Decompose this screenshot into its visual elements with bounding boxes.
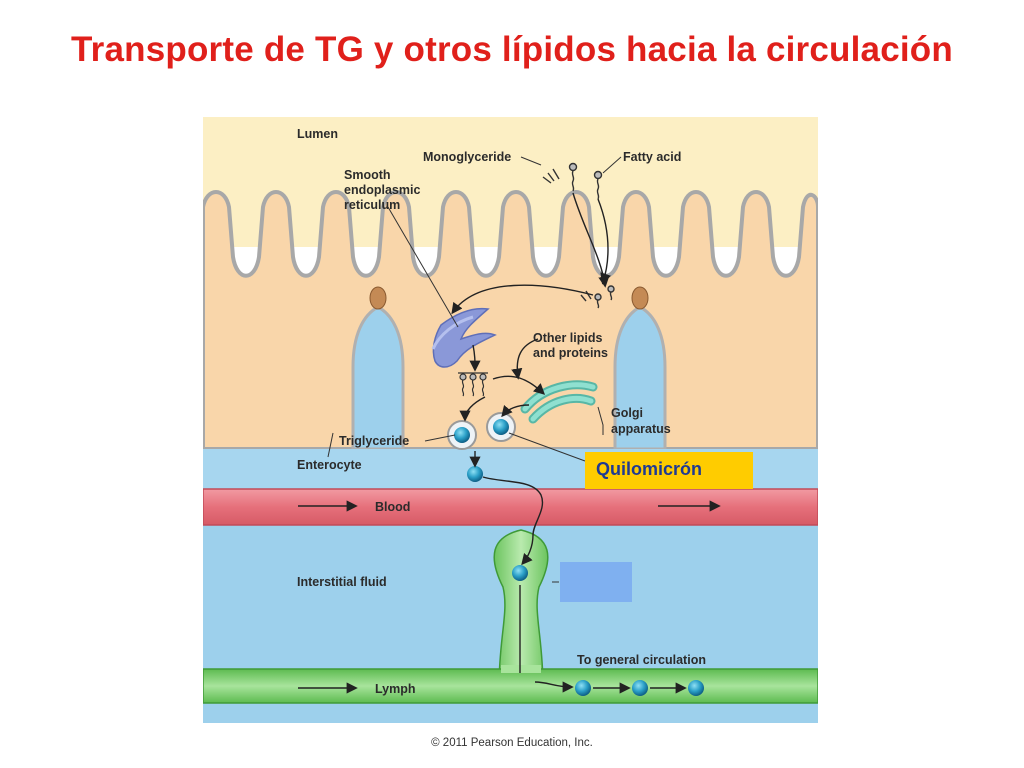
label-lymph: Lymph [375, 682, 416, 696]
label-enterocyte: Enterocyte [297, 458, 362, 472]
label-monoglyceride: Monoglyceride [423, 150, 511, 164]
label-other-2: and proteins [533, 346, 608, 360]
label-ser-1: Smooth [344, 168, 391, 182]
smooth-er-tube [431, 315, 474, 350]
leader-lines [327, 156, 622, 583]
slide-title: Transporte de TG y otros lípidos hacia l… [71, 30, 953, 69]
label-golgi-1: Golgi [611, 406, 643, 420]
label-blood: Blood [375, 500, 410, 514]
chylomicron-released [467, 466, 483, 482]
label-ser-3: reticulum [344, 198, 400, 212]
lumen-lipid-molecules [542, 162, 615, 309]
intercellular-space-left [351, 305, 405, 451]
lacteal-junction [501, 665, 541, 673]
triglyceride-assembly [458, 372, 488, 397]
label-lumen: Lumen [297, 127, 338, 141]
label-other-1: Other lipids [533, 331, 603, 345]
chylomicron-callout-box [585, 452, 753, 489]
tight-junction-right [631, 286, 649, 310]
label-ser-2: endoplasmic [344, 183, 420, 197]
lymph-vessel [203, 668, 818, 704]
blank-label-box [560, 562, 632, 602]
chylomicron-lymph-1 [575, 680, 591, 696]
chylomicron-in-lacteal [512, 565, 528, 581]
chylomicron-lymph-3 [688, 680, 704, 696]
pathway-arrows [298, 192, 721, 694]
chylomicron-lymph-2 [632, 680, 648, 696]
golgi-apparatus [520, 380, 598, 424]
label-to-general: To general circulation [577, 653, 706, 667]
smooth-er [432, 307, 497, 368]
label-interstitial: Interstitial fluid [297, 575, 387, 589]
chylomicron-in-vesicle-right [493, 419, 509, 435]
label-triglyceride: Triglyceride [339, 434, 409, 448]
copyright-credit: © 2011 Pearson Education, Inc. [431, 737, 593, 749]
chylomicron-in-vesicle-left [454, 427, 470, 443]
lipid-transport-diagram: Lumen Monoglyceride Fatty acid Smooth en… [203, 117, 818, 723]
label-fatty-acid: Fatty acid [623, 150, 681, 164]
lacteal [493, 529, 549, 688]
label-golgi-2: apparatus [611, 422, 671, 436]
blood-vessel [203, 488, 818, 526]
chylomicron-callout-label: Quilomicrón [596, 459, 703, 479]
tight-junction-left [369, 286, 387, 310]
